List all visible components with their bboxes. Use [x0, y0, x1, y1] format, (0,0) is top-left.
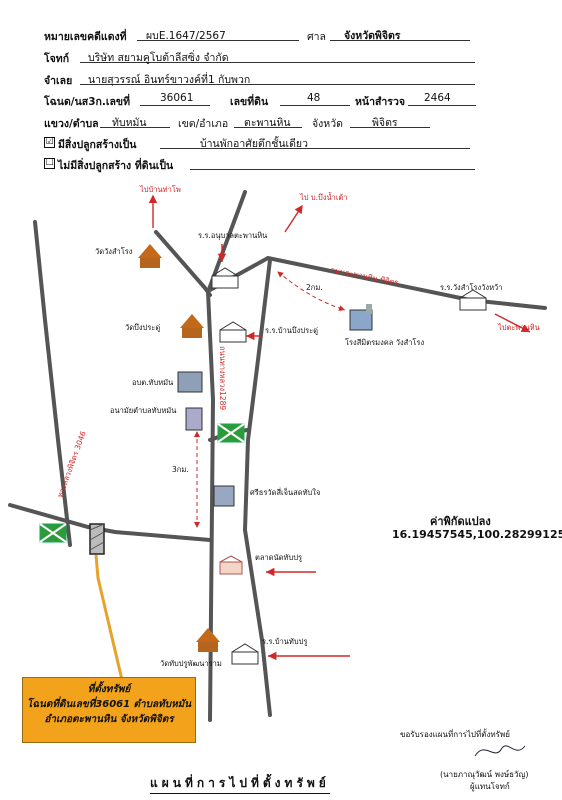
- land-no-label: เลขที่ดิน: [230, 96, 269, 108]
- label-distance-2km: 2กม.: [306, 283, 323, 292]
- district-value: ตะพานหิน: [244, 117, 291, 129]
- school-icon: [219, 321, 247, 343]
- subdistrict-underline: [100, 127, 170, 128]
- road-east: [242, 258, 272, 717]
- road-taphan-phichit: [208, 255, 547, 310]
- signature-scribble: [474, 745, 526, 757]
- temple-building-icon: [213, 485, 235, 507]
- property-callout-deed: โฉนดที่ดินเลขที่36061 ตำบลทับหมัน: [26, 699, 192, 710]
- land-no-value: 48: [307, 92, 321, 104]
- property-callout-title: ที่ตั้งทรัพย์: [87, 684, 131, 695]
- road-nw: [154, 230, 212, 297]
- school-icon: [211, 267, 239, 289]
- label-to-tha-pho: ไปบ้านท่าโพ: [139, 185, 181, 194]
- signer-name: (นายภาณุวัฒน์ พงษ์ธวัญ): [440, 770, 529, 779]
- parcel-hatching: [89, 523, 105, 551]
- arrow-to-taphan-hin: [494, 313, 531, 333]
- temple-icon: [180, 314, 204, 338]
- label-wat-bueng-prachu: วัดบึงประดู่: [125, 323, 160, 332]
- label-school-wang-samrong: ร.ร.วังสำโรงวังหว้า: [440, 283, 502, 292]
- label-health-center: อนามัยตำบลทับหมัน: [110, 406, 176, 415]
- subdistrict-label: แขวง/ตำบล: [44, 118, 99, 130]
- intersection-icon: [217, 423, 245, 443]
- district-underline: [234, 127, 302, 128]
- defendant-underline: [80, 84, 475, 85]
- case-number-underline: [137, 40, 299, 41]
- label-tao-thap-man: อบต.ทับหมัน: [132, 378, 173, 387]
- label-school-bueng-prachu: ร.ร.บ้านบึงประดู่: [265, 326, 318, 335]
- property-callout-location: อำเภอตะพานหิน จังหวัดพิจิตร: [44, 714, 174, 725]
- defendant-value: นายสุวรรณ์ อินทร์ขาวงค์ที่1 กับพวก: [88, 74, 251, 86]
- distance-2km-marker: [277, 271, 346, 312]
- label-market: ตลาดนัดทับปรู: [255, 553, 302, 562]
- school-icon: [231, 643, 259, 665]
- plaintiff-value: บริษัท สยามคูโบต้าลีสซิ่ง จำกัด: [88, 52, 229, 64]
- no-building-label: ไม่มีสิ่งปลูกสร้าง ที่ดินเป็น: [58, 160, 174, 172]
- office-building-icon: [177, 371, 203, 393]
- deed-underline: [140, 105, 210, 106]
- health-center-icon: [185, 407, 203, 431]
- has-building-value: บ้านพักอาศัยตึกชั้นเดียว: [200, 138, 308, 150]
- label-to-taphan-hin: ไปตะพานหิน: [497, 323, 540, 332]
- no-building-checkbox[interactable]: ☐: [44, 158, 55, 169]
- has-building-label: มีสิ่งปลูกสร้างเป็น: [58, 139, 137, 151]
- has-building-checkbox[interactable]: ☑: [44, 137, 55, 148]
- land-no-underline: [280, 105, 350, 106]
- province-value: พิจิตร: [372, 117, 398, 129]
- plaintiff-label: โจทก์: [44, 53, 70, 65]
- coordinates-label: ค่าพิกัดแปลง: [430, 515, 491, 528]
- school-icon: [459, 289, 487, 311]
- court-value: จังหวัดพิจิตร: [344, 30, 401, 42]
- subdistrict-value: ทับหมัน: [112, 117, 147, 129]
- deed-value: 36061: [160, 92, 194, 104]
- case-number-label: หมายเลขคดีแดงที่: [44, 31, 127, 43]
- label-school-anuban: ร.ร.อนุบาลตะพานหิน: [198, 231, 267, 240]
- property-parcel: [89, 523, 105, 555]
- deed-label: โฉนด/นส3ก.เลขที่: [44, 96, 130, 108]
- survey-underline: [408, 105, 476, 106]
- has-building-underline: [160, 148, 470, 149]
- arrow-to-bueng-nam-tao: [284, 204, 303, 233]
- signer-role: ผู้แทนโจทก์: [470, 782, 510, 791]
- court-underline: [330, 40, 470, 41]
- province-label: จังหวัด: [312, 118, 343, 130]
- label-road-1289: ถนนทางหลวง1289: [218, 346, 227, 410]
- property-pointer: [94, 554, 124, 681]
- survey-label: หน้าสำรวจ: [355, 96, 405, 108]
- property-callout: ที่ตั้งทรัพย์ โฉนดที่ดินเลขที่36061 ตำบล…: [22, 677, 196, 743]
- plaintiff-underline: [80, 62, 475, 63]
- defendant-label: จำเลย: [44, 75, 73, 87]
- coordinates-value: 16.19457545,100.28299125: [392, 528, 562, 541]
- market-icon: [219, 555, 243, 575]
- rice-mill-icon: [349, 304, 373, 331]
- label-rice-mill: โรงสีมิตรมงคล วังสำโรง: [345, 338, 424, 347]
- label-distance-3km: 3กม.: [172, 465, 189, 474]
- certification-text: ขอรับรองแผนที่การไปที่ตั้งทรัพย์: [400, 730, 510, 739]
- court-label: ศาล: [307, 31, 326, 43]
- case-number-value: ผบE.1647/2567: [146, 30, 226, 42]
- label-temple-sriwat: ศรีธรวัดสี่เจ็นสดทับใจ: [250, 487, 320, 497]
- temple-icon: [196, 628, 220, 652]
- temple-icon: [138, 244, 162, 268]
- label-school-thap-pru: ร.ร.บ้านทับปรู: [262, 637, 307, 646]
- label-wat-thap-pru: วัดทับปรูพัฒนาราม: [160, 659, 222, 668]
- road-west: [33, 220, 72, 547]
- intersection-icon: [39, 523, 67, 543]
- district-label: เขต/อำเภอ: [178, 118, 229, 130]
- label-road-taphan-phichit: ถนนตะพานหิน-พิจิตร: [330, 265, 399, 287]
- roads: [8, 190, 547, 722]
- label-wat-sam-rong: วัดวังสำโรง: [95, 247, 133, 256]
- no-building-underline: [190, 169, 475, 170]
- province-underline: [350, 127, 430, 128]
- survey-value: 2464: [424, 92, 451, 104]
- label-to-bueng-nam-tao: ไป บ.บึงน้ำเต้า: [299, 192, 347, 202]
- road-1289: [205, 190, 247, 722]
- map-footer-title: แผนที่การไปที่ตั้งทรัพย์: [150, 774, 330, 794]
